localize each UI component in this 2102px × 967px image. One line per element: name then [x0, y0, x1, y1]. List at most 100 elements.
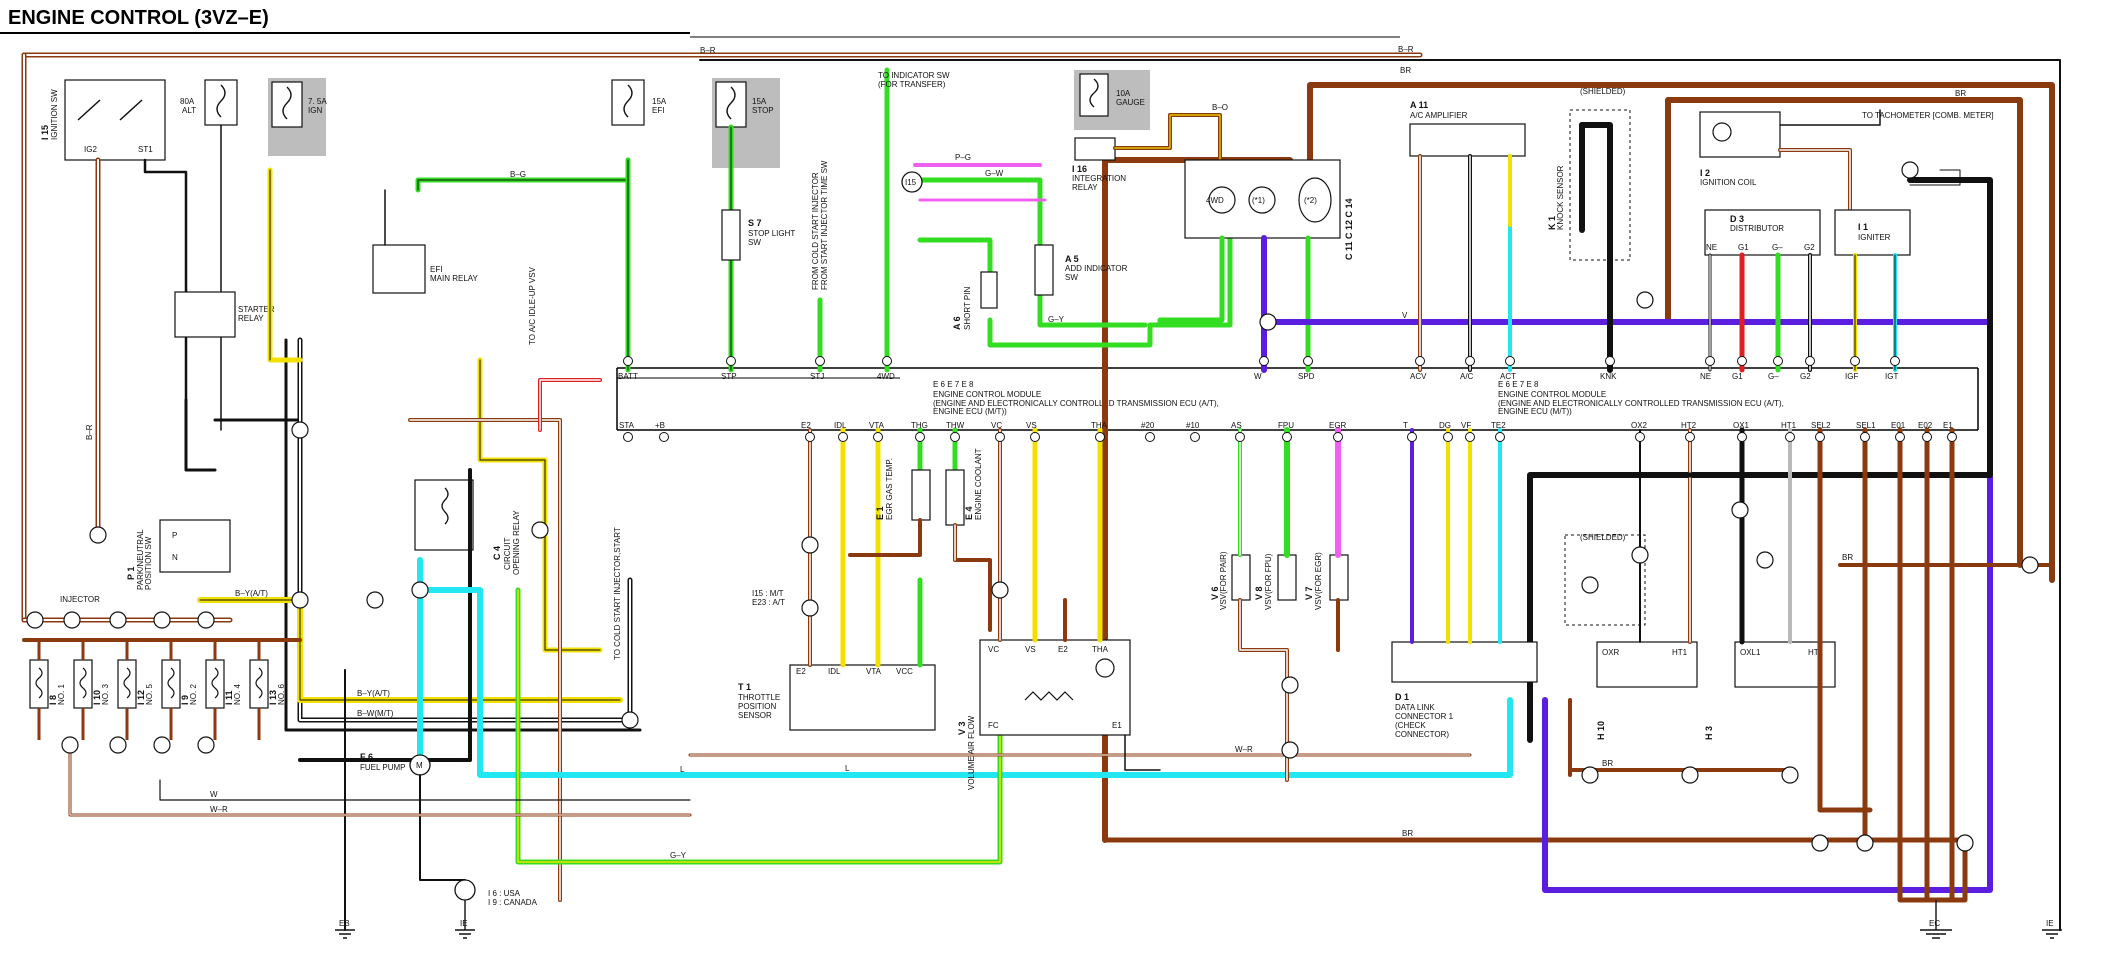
- fuse-ign-rating: 7. 5A: [308, 97, 327, 106]
- cm-2: (*2): [1304, 196, 1317, 205]
- ecm-bottom-term-15: T: [1403, 421, 1408, 430]
- short-pin-id: A 6: [952, 316, 962, 330]
- efi-main-relay: EFI MAIN RELAY B–G: [372, 157, 631, 373]
- circuit-opening-relay: C 4 CIRCUIT OPENING RELAY: [298, 357, 603, 902]
- tps-idl: IDL: [828, 667, 841, 676]
- i6-i9-note: I 6 : USA: [488, 889, 521, 898]
- o2main-id: H 3: [1704, 726, 1714, 740]
- connector-junction-6: [61, 736, 79, 754]
- injector-label: INJECTOR: [60, 595, 100, 604]
- ground-eb: EB: [335, 915, 355, 939]
- ecm-top-term-13: G2: [1800, 372, 1811, 381]
- dist-name: DISTRIBUTOR: [1730, 224, 1784, 233]
- ecm-name-left: ENGINE CONTROL MODULE: [933, 390, 1041, 399]
- wire-label-w: W: [210, 790, 218, 799]
- ecm-bottom-pin: [950, 432, 960, 442]
- wire-label-by-at-2: B–Y(A/T): [357, 689, 390, 698]
- ecm-bottom-term-7: VC: [991, 421, 1002, 430]
- fuse-gauge: 10A GAUGE: [1074, 70, 1150, 130]
- wire-label-wr-2: W–R: [1235, 745, 1253, 754]
- ecm-top-pin: [1303, 356, 1313, 366]
- connector-junction-18: [991, 581, 1009, 599]
- wire-label-br-r2: BR: [1602, 759, 1613, 768]
- afm-e2: E2: [1058, 645, 1068, 654]
- cm-1: (*1): [1252, 196, 1265, 205]
- ecm-top-term-9: KNK: [1600, 372, 1617, 381]
- add-ind-label-2: SW: [1065, 273, 1078, 282]
- ignition-switch: I 15 IGNITION SW IG2 ST1: [40, 79, 166, 161]
- dist-g2: G2: [1804, 243, 1815, 252]
- ignition-coil: I 2 IGNITION COIL TO TACHOMETER [COMB. M…: [1699, 109, 1994, 212]
- add-ind-id: A 5: [1065, 254, 1079, 264]
- ecm-bottom-term-11: #10: [1186, 421, 1200, 430]
- connector-junction-7: [109, 736, 127, 754]
- ecm-bottom-term-5: THG: [911, 421, 928, 430]
- pn-name: PARK/NEUTRAL: [136, 529, 145, 590]
- o2sub-oxr: OXR: [1602, 648, 1620, 657]
- ecm-bottom-term-18: TE2: [1491, 421, 1506, 430]
- ignition-term-st1: ST1: [138, 145, 153, 154]
- v-wire: [1265, 319, 1993, 893]
- connector-circles: [26, 161, 2039, 852]
- connector-junction-12: [366, 591, 384, 609]
- injector-id: I 11: [224, 690, 234, 705]
- fuse-stop-rating: 15A: [752, 97, 767, 106]
- wire-label-gy: G–Y: [670, 851, 687, 860]
- fuse-efi: 15A EFI: [611, 79, 667, 126]
- connector-junction-3: [109, 611, 127, 629]
- fuel-pump-m: M: [416, 761, 423, 770]
- connector-junction-15: [621, 711, 639, 729]
- ecm-bottom-pin: [1815, 432, 1825, 442]
- tps-label-2: POSITION: [738, 702, 776, 711]
- connector-junction-14: [531, 521, 549, 539]
- afm-vc: VC: [988, 645, 999, 654]
- wire-label-gw: G–W: [985, 169, 1004, 178]
- connector-junction-9: [197, 736, 215, 754]
- vsv-egr-name: VSV(FOR EGR): [1314, 552, 1323, 610]
- ecm-bottom-pin: [1235, 432, 1245, 442]
- wire-label-br-bottom: BR: [1402, 829, 1413, 838]
- ecm-top-pin: [1465, 356, 1475, 366]
- ground-ie2-label: IE: [2046, 919, 2054, 928]
- vsv-fpu-name: VSV(FOR FPU): [1264, 553, 1273, 610]
- shielded-knock: (SHIELDED): [1580, 87, 1626, 96]
- ecm-bottom-pin: [1947, 432, 1957, 442]
- wire-label-l: L: [680, 765, 685, 774]
- page-title: ENGINE CONTROL (3VZ–E): [8, 7, 269, 29]
- fuse-stop: 15A STOP: [712, 78, 780, 168]
- cor-label-2: OPENING RELAY: [512, 510, 521, 575]
- ecm-bottom-term-26: E02: [1918, 421, 1933, 430]
- ecm-top-term-2: STJ: [810, 372, 824, 381]
- dlc-id: D 1: [1395, 692, 1409, 702]
- ecm-name-right: ENGINE CONTROL MODULE: [1498, 390, 1606, 399]
- to-indicator-note: TO INDICATOR SW: [878, 71, 950, 80]
- o2sub-id: H 10: [1596, 721, 1606, 740]
- conn-i15-a: I15: [905, 178, 917, 187]
- stop-light-id: S 7: [748, 218, 762, 228]
- ecm-bottom-pin: [838, 432, 848, 442]
- wire-label-br-ign: BR: [1955, 89, 1966, 98]
- tps-vcc: VCC: [896, 667, 913, 676]
- ecm-bottom-pin: [1443, 432, 1453, 442]
- o2main-ht1: HT1: [1808, 648, 1824, 657]
- ecm-bottom-pin: [1895, 432, 1905, 442]
- wire-label-v: V: [1402, 311, 1408, 320]
- ecm-bottom-term-27: E1: [1943, 421, 1953, 430]
- stop-light-label-2: SW: [748, 238, 761, 247]
- egr-temp-id: E 1: [875, 506, 885, 520]
- dist-gminus: G–: [1772, 243, 1783, 252]
- wire-label-br-top3: BR: [1400, 66, 1411, 75]
- ecm-bottom-term-12: AS: [1231, 421, 1242, 430]
- ecm-bottom-pin: [1785, 432, 1795, 442]
- ecm-bottom-term-17: VF: [1461, 421, 1471, 430]
- to-cold-start-note: TO COLD START INJECTOR,START: [613, 527, 622, 660]
- combination-meter: 4WD (*1) (*2) C 11 C 12 C 14: [1157, 159, 1354, 373]
- ecm-bottom-pin: [1407, 432, 1417, 442]
- wire-label-bw-mt: B–W(M/T): [357, 709, 394, 718]
- ignition-sw-name: IGNITION SW: [50, 89, 59, 140]
- ecm-bottom-term-20: HT2: [1681, 421, 1697, 430]
- ecm-top-term-4: W: [1254, 372, 1262, 381]
- connector-junction-24: [1631, 546, 1649, 564]
